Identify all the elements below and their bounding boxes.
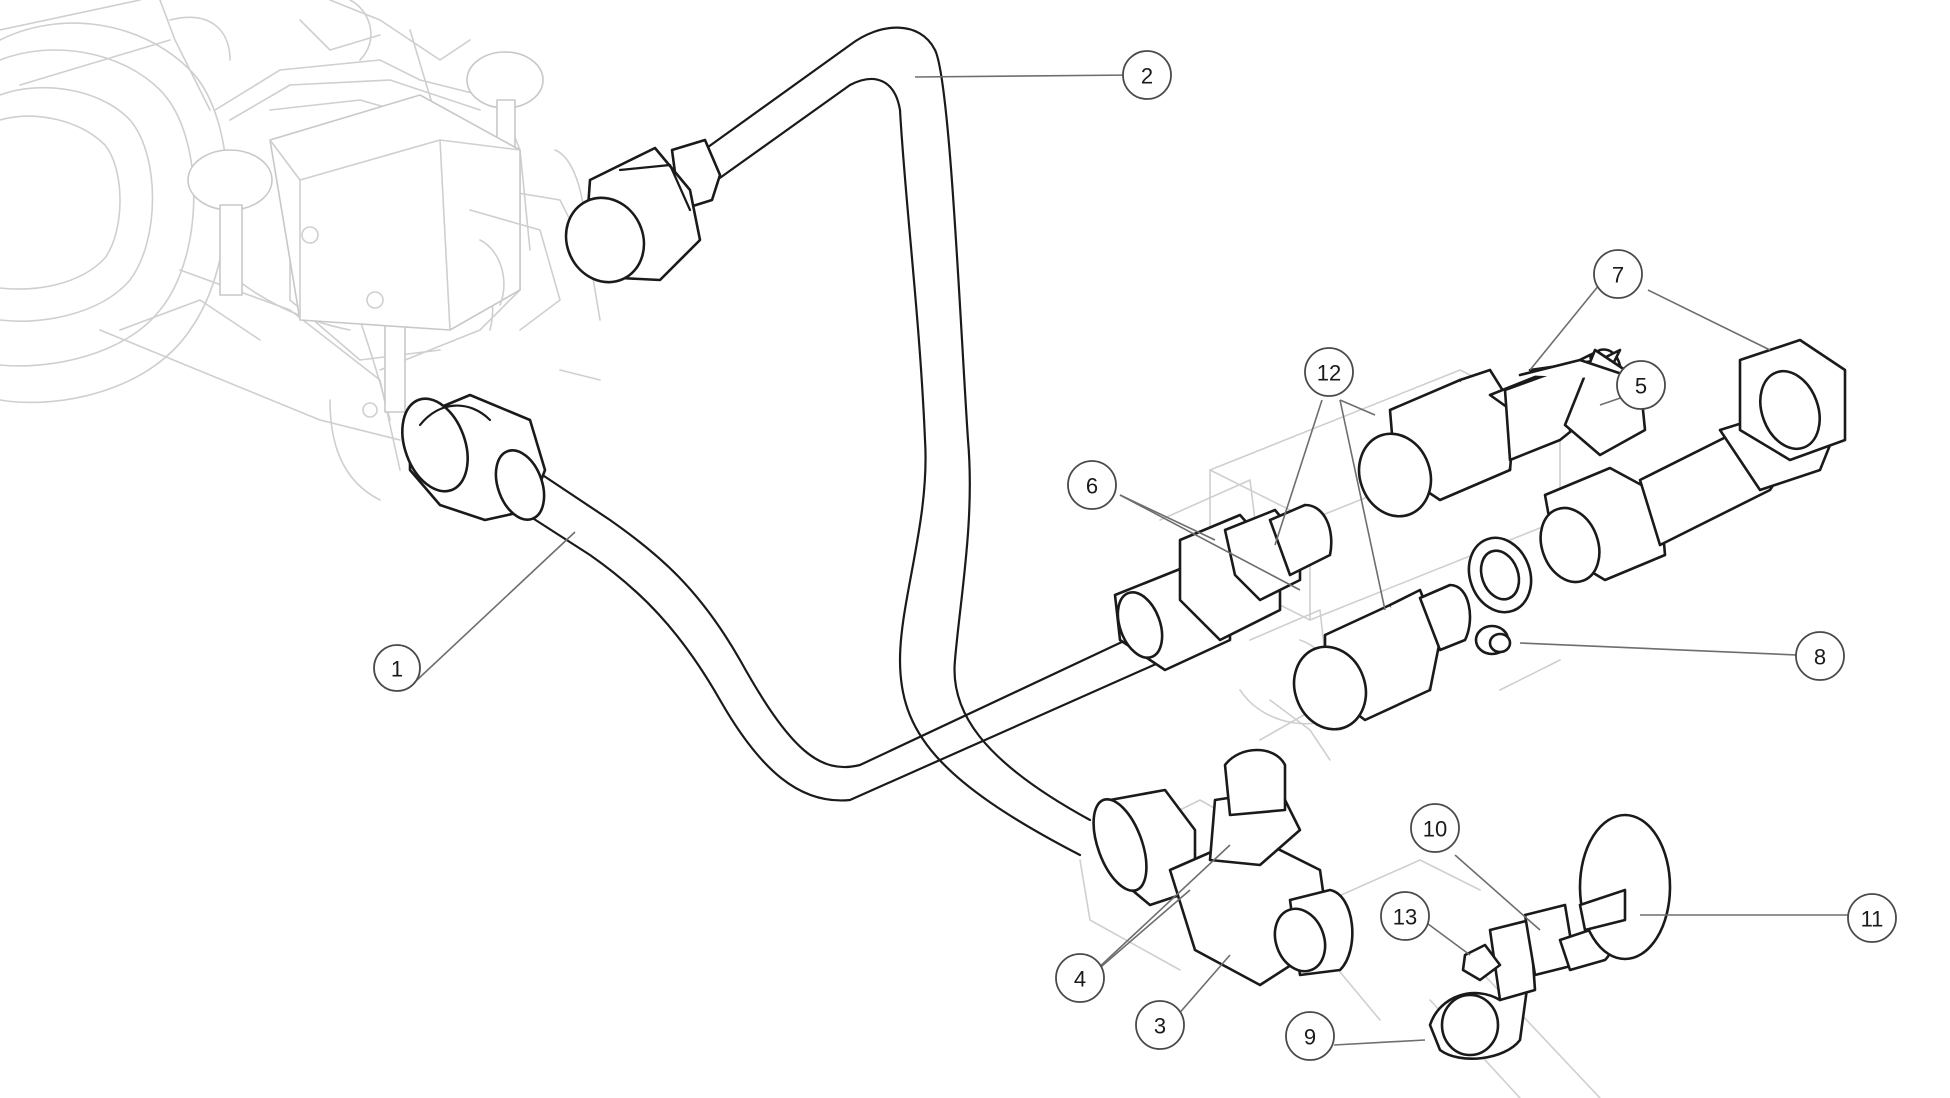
callout-2-label: 2	[1141, 64, 1153, 89]
callout-5-label: 5	[1635, 374, 1647, 399]
callout-13: 13	[1380, 891, 1430, 941]
part-11-disc	[1578, 813, 1672, 961]
callout-6: 6	[1067, 460, 1117, 510]
part-3-4-tee-fitting	[1092, 748, 1354, 987]
callout-4-label: 4	[1074, 967, 1086, 992]
callout-12: 12	[1304, 347, 1354, 397]
part-2-upper-tube	[564, 26, 1092, 857]
callout-11: 11	[1847, 893, 1897, 943]
callout-13-label: 13	[1393, 905, 1417, 930]
callout-1-label: 1	[391, 657, 403, 682]
callout-9: 9	[1285, 1011, 1335, 1061]
callout-7: 7	[1593, 249, 1643, 299]
leader-lines	[416, 74, 1874, 1046]
callout-5: 5	[1616, 360, 1666, 410]
callout-11-label: 11	[1861, 907, 1884, 932]
callout-8: 8	[1795, 631, 1845, 681]
callout-7-label: 7	[1612, 263, 1624, 288]
callout-10: 10	[1410, 803, 1460, 853]
callout-4: 4	[1055, 953, 1105, 1003]
callout-6-label: 6	[1086, 474, 1098, 499]
part-6-fitting	[1113, 503, 1333, 672]
callout-1: 1	[373, 644, 421, 692]
callout-2: 2	[1122, 50, 1172, 100]
callout-8-label: 8	[1814, 645, 1826, 670]
part-8-plug	[1474, 624, 1512, 656]
callout-3-label: 3	[1154, 1014, 1166, 1039]
part-9-10-13-clamp	[1428, 903, 1614, 1061]
callout-10-label: 10	[1423, 817, 1447, 842]
part-7-5-fittings	[1467, 338, 1847, 614]
part-1-lower-tube	[401, 393, 1212, 802]
callout-3: 3	[1135, 1000, 1185, 1050]
callout-12-label: 12	[1317, 361, 1341, 386]
callout-9-label: 9	[1304, 1025, 1316, 1050]
